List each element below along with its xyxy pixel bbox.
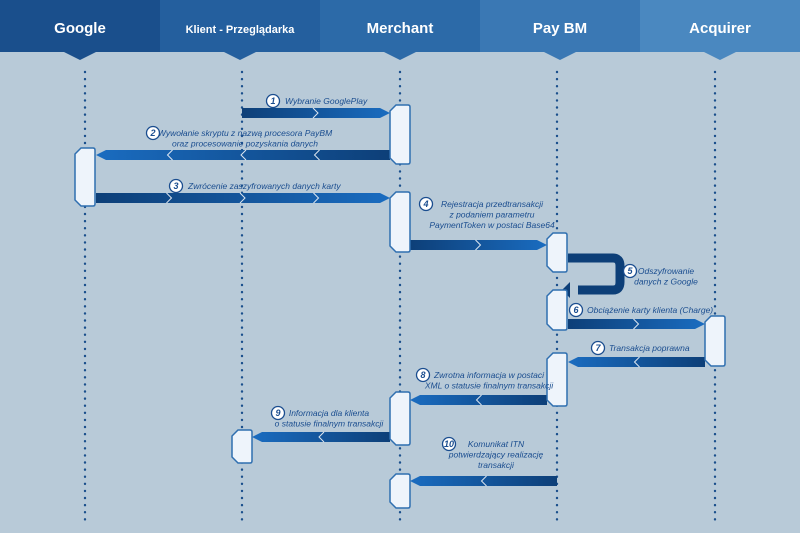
arrow-segment-mark [480, 475, 487, 487]
step-label-line: danych z Google [634, 277, 698, 287]
self-loop-arrow [568, 253, 625, 295]
step-label-line: transakcji [478, 460, 515, 470]
step-number: 6 [573, 305, 579, 315]
step-label-line: Obciążenie karty klienta (Charge) [587, 305, 713, 315]
message-arrow [568, 357, 705, 367]
participant-name: Pay BM [533, 20, 587, 37]
participant-name: Klient - Przeglądarka [186, 24, 296, 36]
step-label-line: Informacja dla klienta [289, 408, 370, 418]
step-number-badge [270, 405, 286, 421]
step-number: 5 [627, 266, 633, 276]
step-label-line: potwierdzający realizację [448, 450, 544, 460]
step-number-badge [622, 263, 638, 279]
step-label-line: Rejestracja przedtransakcji [441, 199, 544, 209]
step-label-line: o statusie finalnym transakcji [275, 419, 385, 429]
arrow-segment-mark [239, 192, 246, 204]
step-label-line: XML o statusie finalnym transakcji [424, 381, 554, 391]
activation-box [389, 473, 411, 509]
step-label-line: z podaniem parametru [448, 210, 534, 220]
participant-headers: Google Klient - Przeglądarka Merchant Pay B… [0, 0, 800, 60]
activation-box [389, 104, 411, 165]
step-label-line: Komunikat ITN [468, 439, 525, 449]
participant-header-bg [320, 0, 480, 60]
message-arrow [410, 476, 557, 486]
step-number-badge [265, 93, 281, 109]
participant-header-bg [640, 0, 800, 60]
activation-box [546, 232, 568, 273]
step-number-badge [441, 436, 457, 452]
step-number-badge [568, 302, 584, 318]
step-number: 7 [595, 343, 601, 353]
step-label-line: Transakcja poprawna [609, 343, 690, 353]
step-label-line: Odszyfrowanie [638, 266, 694, 276]
step-label-line: PaymentToken w postaci Base64 [429, 220, 555, 230]
activation-box [231, 429, 253, 464]
participant-header-bg [480, 0, 640, 60]
message-arrows [96, 107, 705, 487]
step-number-badge [590, 340, 606, 356]
arrow-segment-mark [313, 192, 320, 204]
arrow-segment-mark [633, 356, 640, 368]
arrow-segment-mark [318, 431, 325, 443]
arrow-segment-mark [475, 394, 482, 406]
message-arrow [96, 150, 390, 160]
activation-box [546, 289, 568, 331]
message-arrow [410, 240, 547, 250]
step-label-line: Zwrócenie zaszyfrowanych danych karty [187, 181, 341, 191]
participant-name: Merchant [367, 20, 434, 37]
arrow-segment-mark [312, 107, 319, 119]
message-arrow [242, 108, 390, 118]
arrow-segment-mark [240, 149, 247, 161]
participant-header-bg [160, 0, 320, 60]
step-number: 1 [270, 96, 275, 106]
step-label-line: Wywołanie skryptu z nazwą procesora PayB… [158, 128, 333, 138]
arrow-segment-mark [166, 192, 173, 204]
activation-box [389, 391, 411, 446]
activation-box [546, 352, 568, 407]
step-number: 2 [149, 128, 155, 138]
participant-name: Acquirer [689, 20, 751, 37]
step-label-line: oraz procesowanie pozyskania danych [172, 139, 318, 149]
activation-boxes [74, 104, 726, 509]
message-arrow [410, 395, 547, 405]
arrow-segment-mark [313, 149, 320, 161]
activation-box [389, 191, 411, 253]
message-arrow [568, 319, 705, 329]
arrow-segment-mark [166, 149, 173, 161]
step-label-line: Wybranie GooglePlay [285, 96, 368, 106]
arrow-segment-mark [633, 318, 640, 330]
message-arrow [252, 432, 390, 442]
activation-box [74, 147, 96, 207]
arrow-segment-mark [475, 239, 482, 251]
message-arrow [96, 193, 390, 203]
participant-header-bg [0, 0, 160, 60]
activation-box [704, 315, 726, 367]
step-number: 3 [173, 181, 178, 191]
step-number-badge [418, 196, 434, 212]
participant-name: Google [54, 20, 106, 37]
step-number-badge [168, 178, 184, 194]
step-label-line: Zwrotna informacja w postaci [433, 370, 545, 380]
step-number: 4 [422, 199, 428, 209]
step-number: 10 [444, 439, 454, 449]
step-number: 9 [275, 408, 280, 418]
step-number-badge [145, 125, 161, 141]
step-number-badge [415, 367, 431, 383]
step-number: 8 [420, 370, 425, 380]
